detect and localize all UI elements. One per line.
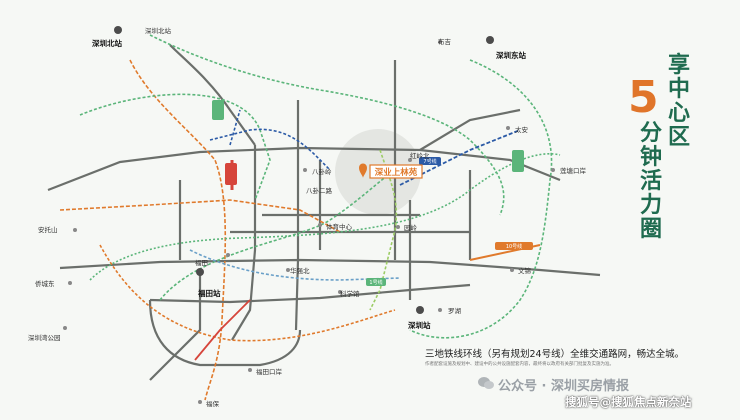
station-label: 深圳站	[408, 320, 431, 330]
place-label: 太安	[515, 125, 529, 134]
wechat-icon	[478, 377, 494, 389]
place-label: 华强北	[290, 266, 310, 275]
line-tags: 7号线 1号线 10号线	[212, 100, 533, 286]
station-markers	[63, 26, 555, 404]
headline-char: 圈	[640, 217, 662, 242]
station-dot	[226, 253, 230, 257]
station-dot	[438, 308, 442, 312]
station-label: 深圳东站	[496, 50, 526, 60]
place-label: 侨城东	[35, 279, 55, 288]
station-dot	[73, 228, 77, 232]
station-dot	[248, 368, 252, 372]
map-labels: 深圳北站 深圳北站 深圳东站 布吉 深圳站 福田站 福田 太安 红岭北 八卦岭 …	[28, 26, 587, 408]
place-label: 体育中心	[326, 222, 353, 231]
place-label: 文锦	[518, 266, 532, 275]
station-dot	[198, 400, 202, 404]
line-tag	[366, 278, 386, 286]
watermark-sohu: 搜狐号@搜狐焦点新奈站	[565, 395, 692, 409]
headline-char: 心	[668, 101, 690, 126]
project-name: 深业上林苑	[375, 167, 418, 178]
station-icon	[416, 306, 424, 314]
line-tag-label: 7号线	[423, 158, 436, 165]
station-dot	[63, 326, 67, 330]
line-tag	[495, 242, 533, 250]
headline: 5 享 中 心 区 分 钟 活 力 圈	[628, 52, 690, 242]
station-icon	[114, 26, 122, 34]
headline-char: 钟	[640, 144, 662, 170]
station-dot	[408, 158, 412, 162]
headline-char: 享	[668, 52, 690, 78]
station-dot	[438, 40, 442, 44]
place-label: 深圳北站	[145, 26, 172, 35]
station-icon	[196, 268, 204, 276]
line-tag	[512, 150, 524, 172]
station-label: 福田站	[197, 288, 221, 298]
station-dot	[286, 268, 290, 272]
place-label: 莲塘口岸	[560, 166, 587, 175]
station-dot	[68, 281, 72, 285]
station-icon	[486, 36, 494, 44]
line-tag-label: 1号线	[369, 279, 382, 286]
place-label: 红岭北	[410, 151, 430, 160]
place-label: 科学馆	[340, 289, 360, 298]
caption: 三地铁线环线（另有规划24号线）全维交通路网，畅达全城。	[425, 349, 685, 360]
place-label: 安托山	[38, 225, 58, 234]
station-dot	[303, 168, 307, 172]
headline-number: 5	[628, 72, 659, 123]
place-label: 园岭	[404, 223, 418, 232]
station-dot	[551, 168, 555, 172]
station-label: 深圳北站	[92, 38, 122, 48]
place-label: 福田	[195, 258, 208, 267]
project-marker: 深业上林苑	[359, 163, 423, 179]
line-tag-label: 10号线	[506, 243, 522, 250]
station-dot	[318, 223, 322, 227]
headline-char: 活	[640, 169, 662, 194]
location-pin-icon	[359, 163, 367, 178]
place-label: 布吉	[438, 37, 452, 46]
line-tag	[225, 163, 237, 185]
station-dot	[510, 268, 514, 272]
road-network	[47, 44, 601, 381]
place-label: 福田口岸	[256, 367, 283, 376]
place-label: 八卦岭	[312, 167, 332, 176]
footnote: 作者配套设施及规划中、建设中的公共设施配套内容，最终将以政府有关部门批复及实施为…	[425, 362, 614, 367]
station-dot	[338, 290, 342, 294]
project-label-box	[369, 164, 423, 179]
watermark-account: 公众号 · 深圳买房情报	[498, 379, 629, 394]
place-label: 罗湖	[448, 306, 462, 315]
headline-char: 中	[668, 77, 690, 102]
headline-char: 力	[640, 193, 662, 218]
place-label: 八卦二路	[306, 186, 333, 195]
line-tag	[212, 100, 224, 120]
place-label: 深圳湾公园	[28, 333, 61, 342]
line-tag	[419, 157, 441, 165]
station-dot	[396, 225, 400, 229]
station-dot	[506, 126, 510, 130]
headline-char: 分	[640, 121, 662, 146]
headline-char: 区	[668, 125, 690, 150]
place-label: 福保	[206, 399, 220, 408]
